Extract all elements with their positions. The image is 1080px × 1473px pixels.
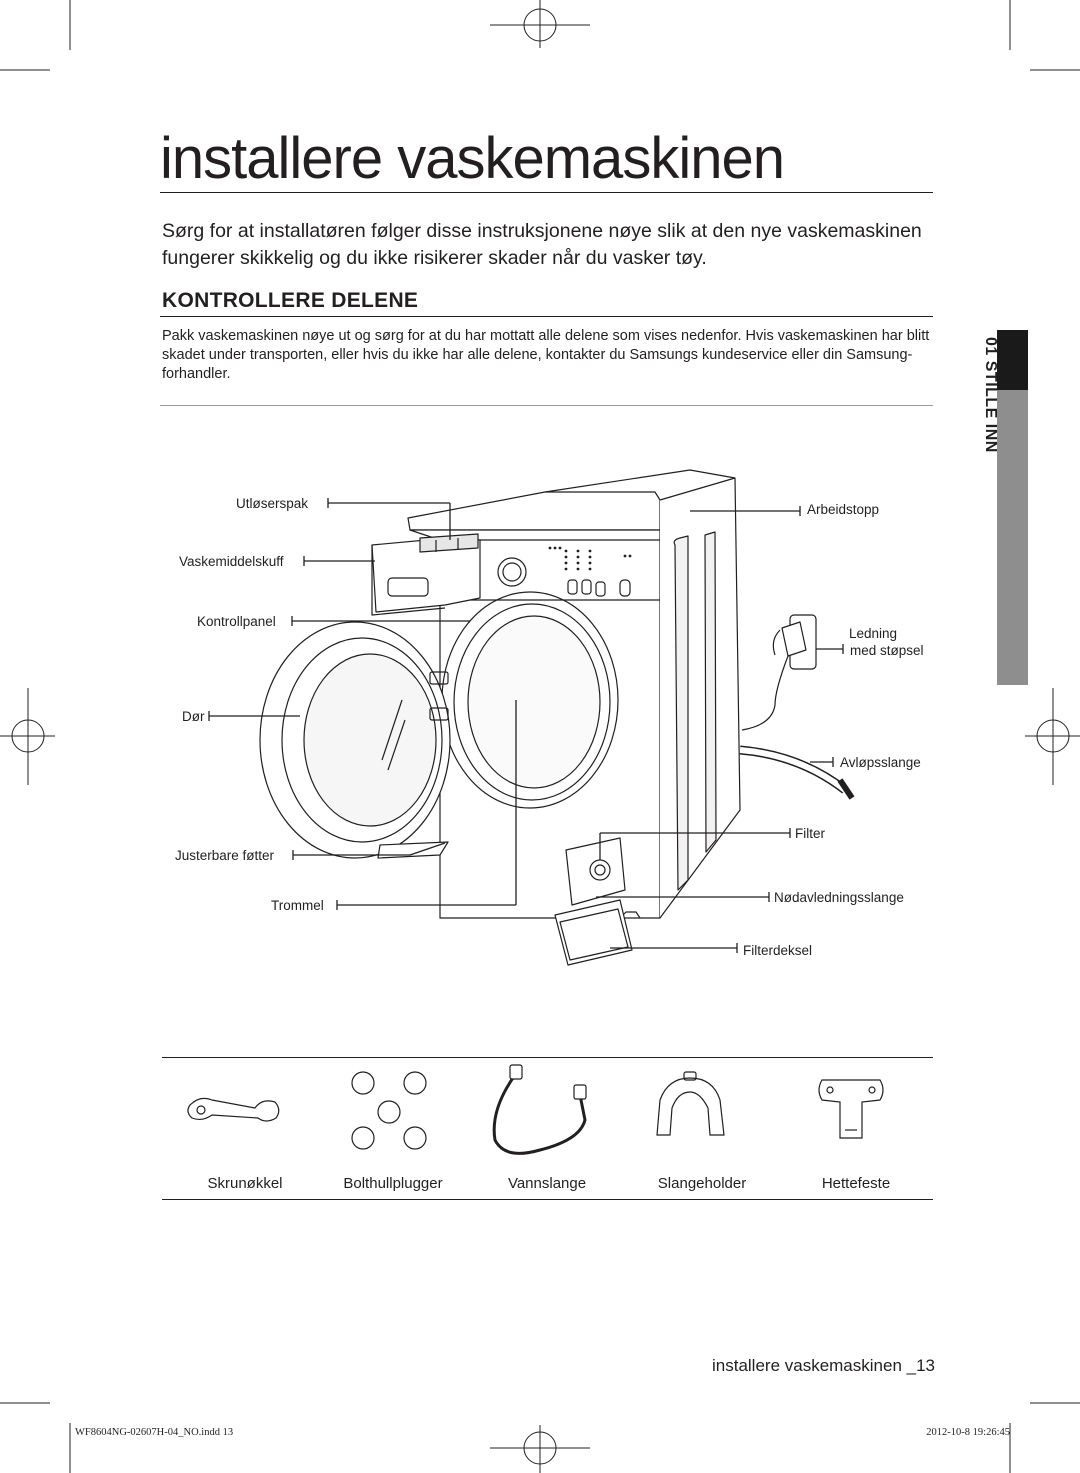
- print-date-info: 2012-10-8 19:26:45: [926, 1427, 1010, 1438]
- label-door: Dør: [182, 709, 205, 724]
- accessory-label-spanner: Skrunøkkel: [207, 1175, 283, 1192]
- spanner-icon: [187, 1097, 280, 1122]
- intro-text: Sørg for at installatøren følger disse i…: [162, 220, 922, 269]
- label-detergent-drawer: Vaskemiddelskuff: [179, 554, 284, 569]
- side-tab-label: 01 STILLE INN: [982, 337, 999, 453]
- water-hose-icon: [492, 1064, 587, 1155]
- label-emergency-drain-tube: Nødavledningsslange: [774, 890, 904, 905]
- print-file-info: WF8604NG-02607H-04_NO.indd 13: [75, 1427, 234, 1438]
- section-body: Pakk vaskemaskinen nøye ut og sørg for a…: [162, 328, 930, 382]
- label-release-lever: Utløserspak: [236, 496, 309, 511]
- page-footer: installere vaskemaskinen _13: [711, 1356, 935, 1375]
- cap-holder-icon: [818, 1079, 884, 1139]
- accessory-label-water-hose: Vannslange: [507, 1175, 587, 1192]
- body-rule: [160, 405, 933, 406]
- accessory-label-cap-holder: Hettefeste: [821, 1175, 891, 1192]
- label-drain-hose: Avløpsslange: [840, 755, 921, 770]
- label-power-cord-line2: med støpsel: [850, 643, 924, 658]
- page-title: installere vaskemaskinen: [160, 126, 785, 191]
- section-rule: [160, 316, 933, 317]
- side-tab: [966, 330, 997, 685]
- bolt-hole-caps-icon: [351, 1071, 427, 1150]
- accessories-rule-top: [162, 1057, 933, 1058]
- label-filter: Filter: [795, 826, 825, 841]
- label-control-panel: Kontrollpanel: [197, 614, 276, 629]
- label-power-cord-line1: Ledning: [849, 626, 898, 641]
- accessory-label-bolt-hole-caps: Bolthullplugger: [343, 1175, 443, 1192]
- side-tab-bar: [997, 390, 1028, 685]
- section-heading: KONTROLLERE DELENE: [162, 289, 419, 312]
- label-adjustable-feet: Justerbare føtter: [175, 848, 275, 863]
- label-filter-cover: Filterdeksel: [743, 943, 813, 958]
- label-drum: Trommel: [271, 898, 324, 913]
- hose-guide-icon: [656, 1071, 725, 1136]
- accessory-label-hose-guide: Slangeholder: [657, 1175, 747, 1192]
- accessories-rule-bottom: [162, 1199, 933, 1200]
- label-worktop: Arbeidstopp: [807, 502, 880, 517]
- side-tab-marker: [997, 330, 1028, 390]
- title-rule: [160, 192, 933, 193]
